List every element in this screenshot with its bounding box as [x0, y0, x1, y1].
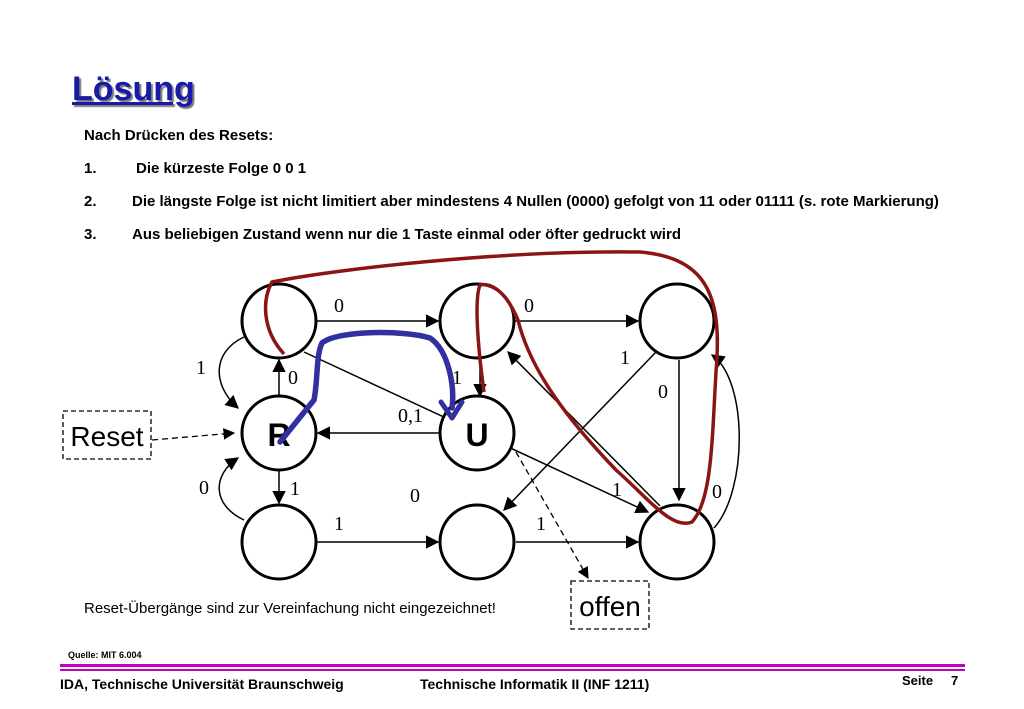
edge-label: 1 [536, 513, 546, 535]
edge-bottom-right-to-top-mid [507, 351, 661, 507]
reset-box [62, 410, 152, 460]
footer-institution: IDA, Technische Universität Braunschweig [60, 676, 344, 692]
footer-page-number: 7 [951, 673, 959, 688]
footer-divider [60, 664, 965, 667]
edge-label: 1 [612, 479, 622, 501]
list-item-number: 1. [84, 160, 97, 177]
edge-label: 0,1 [398, 405, 423, 427]
state-label-u: U [465, 417, 488, 453]
note-text: Reset-Übergänge sind zur Vereinfachung n… [84, 600, 496, 617]
offen-arrow [515, 451, 589, 580]
edge-label: 0 [199, 477, 209, 499]
list-item-text: Aus beliebigen Zustand wenn nur die 1 Ta… [132, 226, 681, 243]
footer-course: Technische Informatik II (INF 1211) [420, 676, 650, 692]
edge-label: 1 [452, 367, 462, 389]
list-item-number: 2. [84, 193, 97, 210]
edge-label: 0 [334, 295, 344, 317]
list-item-text: Die kürzeste Folge 0 0 1 [136, 160, 307, 177]
blue-path-marking [277, 329, 456, 445]
reset-label: Reset [70, 421, 143, 452]
footer-page-label: Seite [902, 673, 934, 688]
edge-loop-left-bottom [218, 457, 245, 521]
intro-text: Nach Drücken des Resets: [84, 127, 274, 144]
edge-label: 1 [290, 478, 300, 500]
state-node-u [438, 394, 516, 472]
red-path-marking [263, 250, 720, 526]
list-item-number: 3. [84, 226, 97, 243]
state-node-r [240, 394, 318, 472]
list-item-text: Die längste Folge ist nicht limitiert ab… [132, 193, 939, 210]
edge-label: 1 [196, 357, 206, 379]
state-node-top-right [638, 282, 716, 360]
edge-loop-right [710, 354, 740, 529]
state-node-top-left [240, 282, 318, 360]
offen-label: offen [579, 591, 641, 622]
reset-arrow [151, 428, 236, 441]
edge-loop-left-top [218, 336, 245, 409]
slide-title: Lösung [72, 70, 195, 108]
state-node-bottom-mid [438, 503, 516, 581]
footer-divider [60, 669, 965, 671]
edge-label: 1 [620, 347, 630, 369]
state-label-r: R [267, 417, 290, 453]
edge-label: 0 [524, 295, 534, 317]
edge-label: 0 [712, 481, 722, 503]
edge-label: 0 [658, 381, 668, 403]
state-node-bottom-left [240, 503, 318, 581]
blue-path-arrowhead [438, 399, 465, 421]
edge-label: 0 [288, 367, 298, 389]
state-node-bottom-right [638, 503, 716, 581]
edge-label: 0 [410, 485, 420, 507]
offen-box [570, 580, 650, 630]
source-text: Quelle: MIT 6.004 [68, 650, 142, 660]
edge-label: 1 [334, 513, 344, 535]
